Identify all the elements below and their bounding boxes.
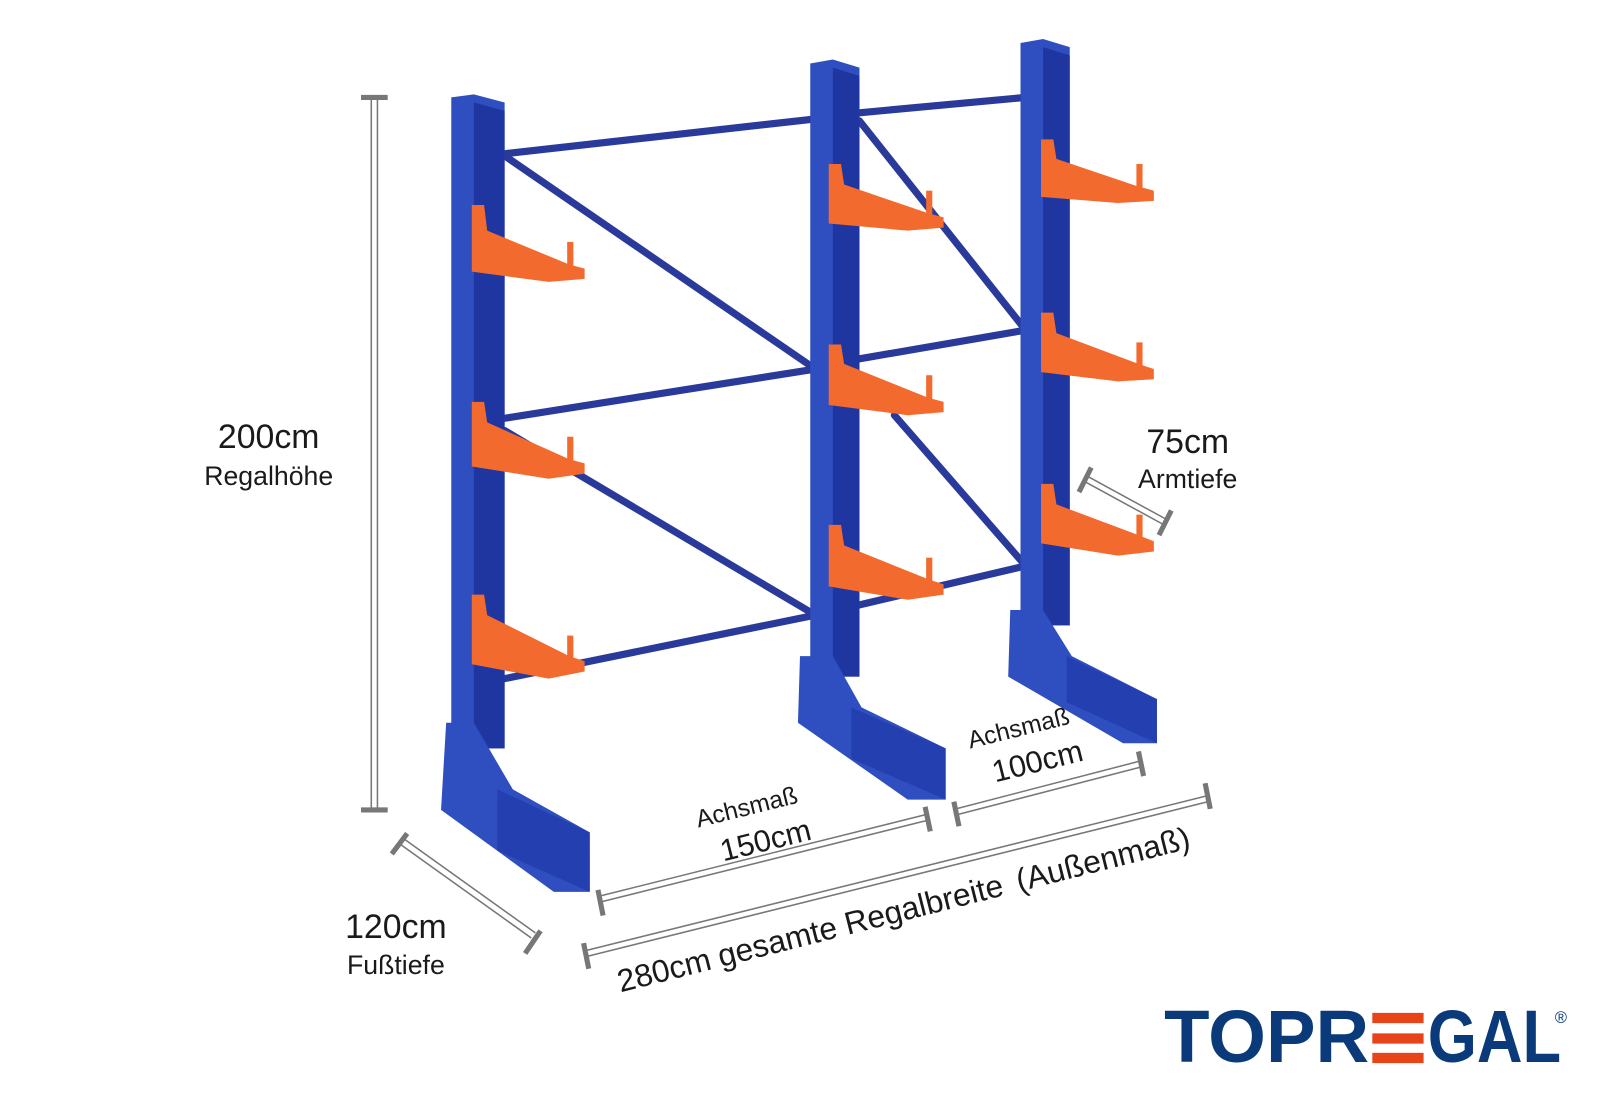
arm: [1041, 312, 1154, 382]
arm-depth-label: Armtiefe: [1138, 464, 1237, 494]
total-width-text: 280cmgesamte Regalbreite(Außenmaß): [613, 820, 1193, 999]
arm: [471, 401, 585, 479]
total-width-value: 280cm: [613, 941, 714, 999]
arm: [471, 594, 585, 679]
foot-depth-label: Fußtiefe: [347, 950, 445, 980]
upright-right: [1008, 38, 1157, 744]
axis-1-dimension: [595, 806, 933, 916]
height-value: 200cm: [218, 418, 320, 456]
arm-depth-value: 75cm: [1146, 423, 1229, 461]
arm: [828, 164, 944, 231]
height-label: Regalhöhe: [204, 461, 333, 491]
total-width-note: (Außenmaß): [1012, 820, 1194, 899]
registered-mark: ®: [1555, 1009, 1567, 1027]
axis-2-dimension: [951, 750, 1147, 827]
logo-text-right: GAL: [1428, 995, 1561, 1078]
height-dimension: [361, 94, 388, 813]
foot-depth-dimension: [389, 831, 543, 955]
arm: [1041, 483, 1154, 556]
upright-middle: [797, 59, 946, 800]
topregal-logo: TOPR GAL ®: [1164, 995, 1567, 1078]
arm: [1041, 139, 1154, 203]
arm: [828, 524, 944, 600]
foot-depth-value: 120cm: [345, 908, 447, 946]
arm: [828, 344, 944, 416]
bracing: [501, 93, 1030, 683]
dimension-lines: [361, 94, 1213, 970]
arm: [471, 205, 585, 282]
total-width-dimension: [581, 782, 1213, 970]
arm-depth-dimension: [1076, 466, 1174, 537]
logo-text-left: TOPR: [1164, 995, 1369, 1078]
cantilever-arms: [471, 139, 1154, 679]
total-width-label: gesamte Regalbreite: [714, 867, 1007, 974]
upright-left: [441, 94, 590, 892]
